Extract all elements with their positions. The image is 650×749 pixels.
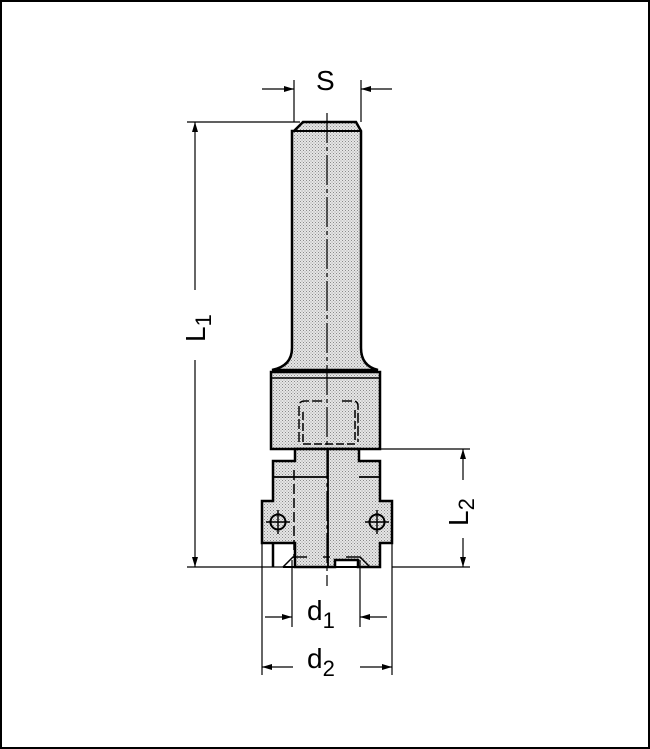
label-d1: d1 [307,595,335,633]
label-d2: d2 [307,643,335,681]
dimension-l1: L1 [180,121,300,568]
dimension-d1: d1 [265,560,387,633]
label-l2: L2 [443,498,479,526]
screw-hole-left [266,510,290,534]
collar [269,370,382,451]
shank [271,120,379,372]
dimension-s: S [262,65,392,122]
dimension-l2: L2 [359,448,479,568]
label-l1: L1 [180,314,216,342]
dimension-d2: d2 [261,543,393,681]
screw-hole-right [365,510,389,534]
label-s: S [316,65,335,96]
